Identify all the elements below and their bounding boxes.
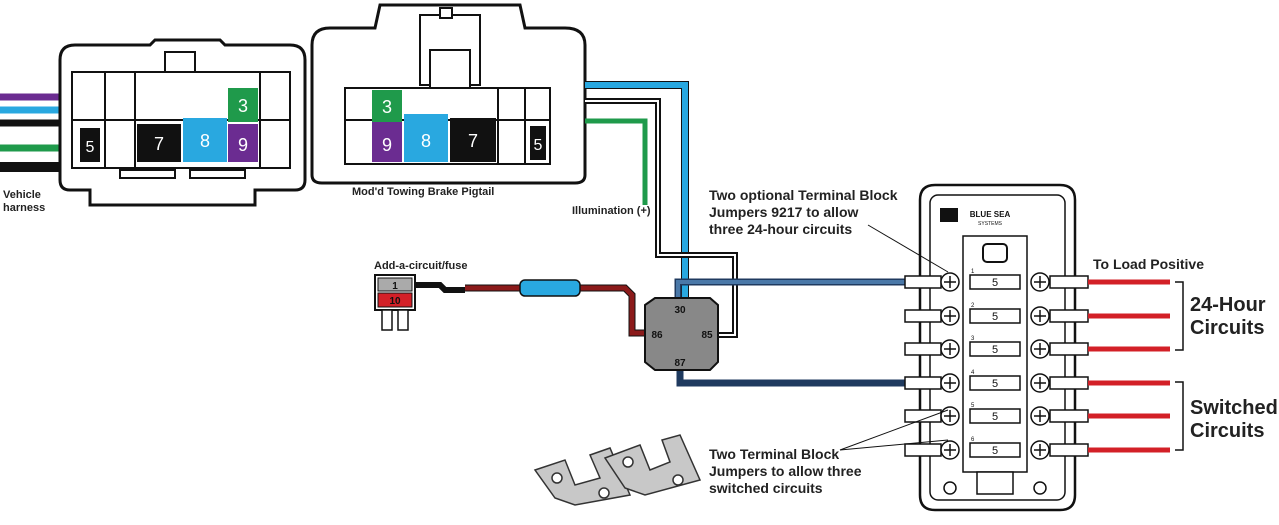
leader-switched-jumper-a xyxy=(839,409,949,451)
vehicle-pin-5: 5 xyxy=(86,139,95,156)
pigtail-pin-8: 8 xyxy=(421,131,431,151)
load-positive-label: To Load Positive xyxy=(1093,256,1204,272)
switched-jumpers-note-1: Two Terminal Block xyxy=(709,446,840,462)
bracket-switched xyxy=(1175,381,1184,451)
fuse-rating: 5 xyxy=(992,445,998,457)
fuse-position: 3 xyxy=(971,336,975,342)
switched-jumpers-note-3: switched circuits xyxy=(709,480,823,496)
output-terminal xyxy=(1049,376,1089,390)
pigtail-wires xyxy=(585,81,738,338)
fuse-position: 2 xyxy=(971,303,975,309)
add-a-circuit-label: Add-a-circuit/fuse xyxy=(374,260,468,272)
fuse-rating: 5 xyxy=(992,277,998,289)
fuse-row: 56 xyxy=(904,437,1050,460)
wire-87-to-block xyxy=(676,368,905,387)
group-switched-label-1: Switched xyxy=(1190,397,1278,419)
inline-fuse-holder xyxy=(519,279,581,297)
optional-jumpers-note-3: three 24-hour circuits xyxy=(709,221,853,237)
output-terminal xyxy=(1049,309,1089,323)
fuse-row: 53 xyxy=(904,336,1050,359)
vehicle-pin-3: 3 xyxy=(238,96,248,116)
relay-pin-85: 85 xyxy=(701,330,713,341)
vehicle-connector: 5 7 8 3 9 xyxy=(58,38,307,207)
fuse xyxy=(969,341,1021,357)
group-24h-label-1: 24-Hour xyxy=(1190,294,1266,316)
output-terminal xyxy=(1049,342,1089,356)
wire-30-to-block xyxy=(674,278,905,300)
relay-pin-30: 30 xyxy=(674,305,686,316)
fuse-rating: 5 xyxy=(992,378,998,390)
optional-jumpers-note-1: Two optional Terminal Block xyxy=(709,187,898,203)
pigtail-connector: 3 9 8 7 5 xyxy=(310,3,587,185)
leader-switched-jumper-b xyxy=(839,439,949,451)
vehicle-harness-label-2: harness xyxy=(3,202,46,214)
fuse-block-brand: BLUE SEA xyxy=(970,210,1011,219)
fuse-row: 54 xyxy=(904,370,1050,393)
pigtail-pin-5: 5 xyxy=(534,137,543,154)
fuse-position: 5 xyxy=(971,403,975,409)
relay-pin-87: 87 xyxy=(674,358,686,369)
fuse-top-value: 1 xyxy=(392,281,398,292)
fuse-block-brand-sub: SYSTEMS xyxy=(978,221,1003,227)
fuse-position: 4 xyxy=(971,370,975,376)
fuse xyxy=(969,375,1021,391)
terminal-jumpers-illustration xyxy=(533,434,702,506)
pigtail-label: Mod'd Towing Brake Pigtail xyxy=(352,186,495,198)
leader-optional-jumpers xyxy=(867,224,949,273)
fuse-row: 51 xyxy=(904,269,1050,292)
fuse xyxy=(969,274,1021,290)
optional-jumpers-note-2: Jumpers 9217 to allow xyxy=(709,204,859,220)
fuse-bottom-value: 10 xyxy=(389,296,401,307)
vehicle-harness-wires xyxy=(0,93,62,172)
vehicle-pin-9: 9 xyxy=(238,135,248,155)
fuse-rating: 5 xyxy=(992,411,998,423)
pigtail-pin-3: 3 xyxy=(382,97,392,117)
output-terminal xyxy=(1049,275,1089,289)
fuse-rating: 5 xyxy=(992,344,998,356)
output-terminal xyxy=(1049,443,1089,457)
switched-jumpers-note-2: Jumpers to allow three xyxy=(709,463,862,479)
vehicle-pin-8: 8 xyxy=(200,131,210,151)
pigtail-pin-7: 7 xyxy=(468,131,478,151)
vehicle-pin-7: 7 xyxy=(154,134,164,154)
fuse-row: 55 xyxy=(904,403,1050,426)
fuse-row: 52 xyxy=(904,303,1050,326)
fuse xyxy=(969,442,1021,458)
group-switched-label-2: Circuits xyxy=(1190,420,1265,442)
fuse-position: 6 xyxy=(971,437,975,443)
illumination-label: Illumination (+) xyxy=(572,205,651,217)
pigtail-pin-9: 9 xyxy=(382,135,392,155)
vehicle-harness-label-1: Vehicle xyxy=(3,189,41,201)
add-a-circuit-fuse: 1 10 xyxy=(374,274,465,331)
output-terminal xyxy=(1049,409,1089,423)
load-output-wires xyxy=(1049,275,1170,457)
fuse xyxy=(969,408,1021,424)
bracket-24h xyxy=(1175,281,1184,351)
fuse-position: 1 xyxy=(971,269,975,275)
fuse xyxy=(969,308,1021,324)
group-24h-label-2: Circuits xyxy=(1190,317,1265,339)
relay: 30 86 85 87 xyxy=(644,297,719,371)
fuse-rating: 5 xyxy=(992,311,998,323)
relay-pin-86: 86 xyxy=(651,330,663,341)
